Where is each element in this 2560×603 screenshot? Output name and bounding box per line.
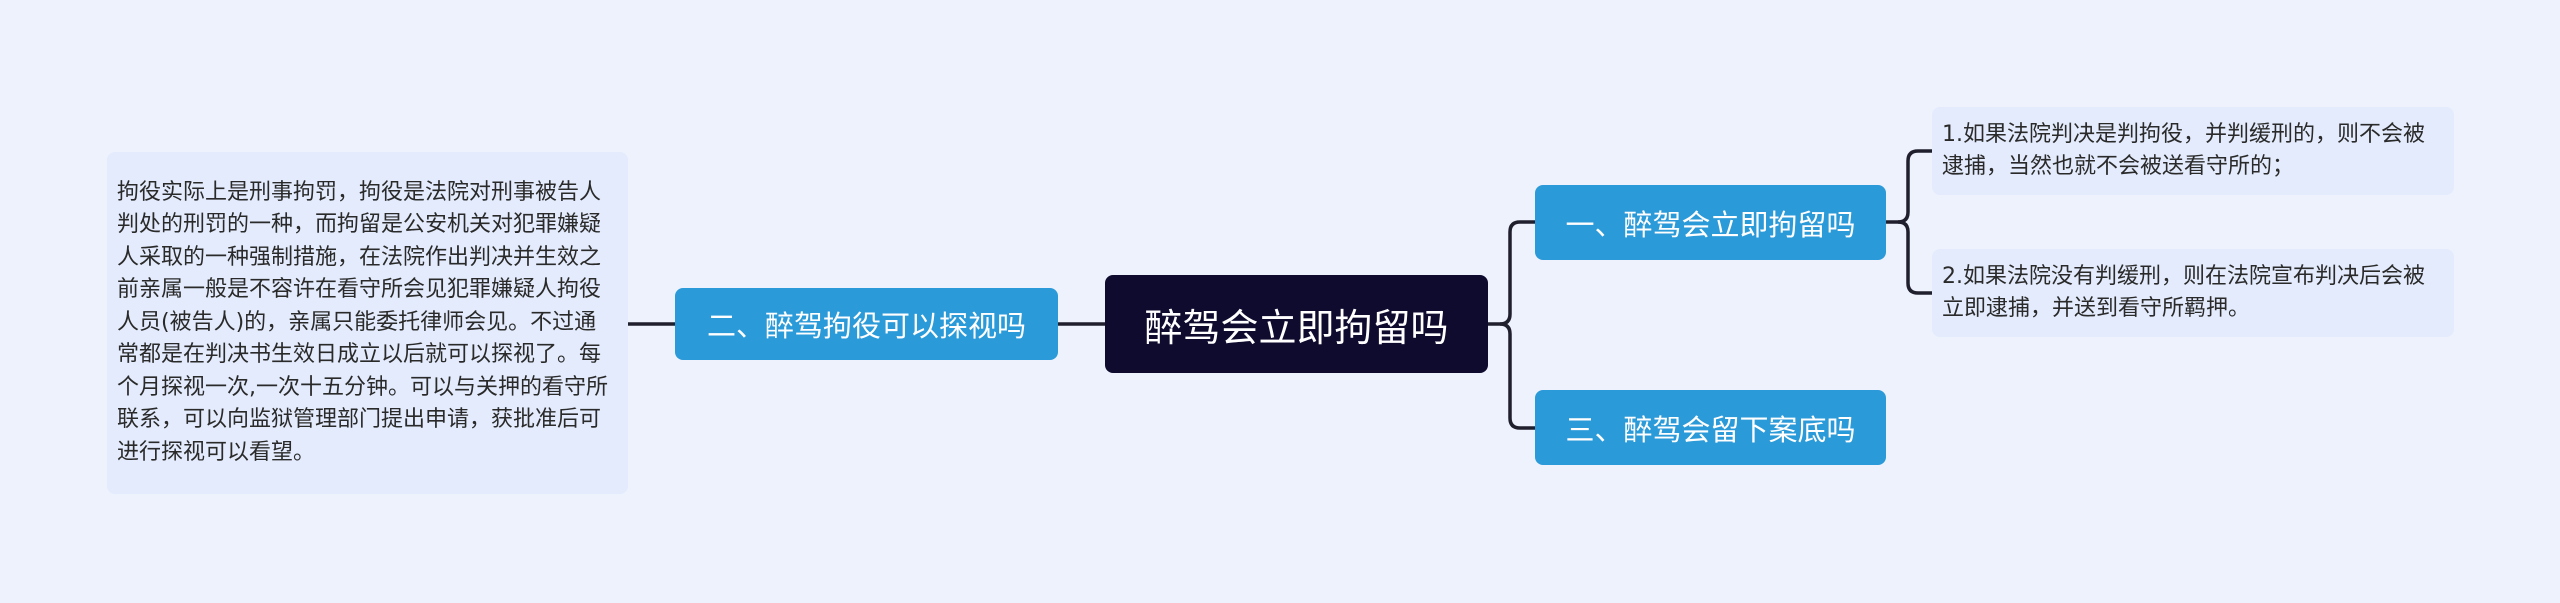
leaf-probation-text: 1.如果法院判决是判拘役，并判缓刑的，则不会被逮捕，当然也就不会被送看守所的；	[1942, 122, 2425, 179]
leaf-no-probation-case[interactable]: 2.如果法院没有判缓刑，则在法院宣布判决后会被立即逮捕，并送到看守所羁押。	[1932, 249, 2454, 337]
root-topic[interactable]: 醉驾会立即拘留吗	[1105, 275, 1488, 373]
leaf-visitation-detail[interactable]: 拘役实际上是刑事拘罚，拘役是法院对刑事被告人判处的刑罚的一种，而拘留是公安机关对…	[107, 152, 628, 494]
branch-visitation-label: 二、醉驾拘役可以探视吗	[706, 309, 1026, 343]
leaf-probation-case[interactable]: 1.如果法院判决是判拘役，并判缓刑的，则不会被逮捕，当然也就不会被送看守所的；	[1932, 107, 2454, 195]
leaf-no-probation-text: 2.如果法院没有判缓刑，则在法院宣布判决后会被立即逮捕，并送到看守所羁押。	[1942, 264, 2425, 321]
root-topic-label: 醉驾会立即拘留吗	[1144, 305, 1449, 350]
connector-root-to-bottom-branch	[1499, 322, 1535, 430]
connector-root-to-top-branch	[1488, 220, 1535, 326]
branch-criminal-record-label: 三、醉驾会留下案底吗	[1565, 412, 1856, 447]
connector-topbranch-to-leaf2	[1897, 220, 1932, 295]
leaf-visitation-text: 拘役实际上是刑事拘罚，拘役是法院对刑事被告人判处的刑罚的一种，而拘留是公安机关对…	[117, 179, 608, 465]
branch-immediate-detention[interactable]: 一、醉驾会立即拘留吗	[1535, 185, 1886, 260]
connector-topbranch-to-leaf1	[1897, 149, 1932, 224]
branch-immediate-detention-label: 一、醉驾会立即拘留吗	[1565, 207, 1856, 242]
branch-visitation[interactable]: 二、醉驾拘役可以探视吗	[675, 288, 1058, 360]
branch-criminal-record[interactable]: 三、醉驾会留下案底吗	[1535, 390, 1886, 465]
